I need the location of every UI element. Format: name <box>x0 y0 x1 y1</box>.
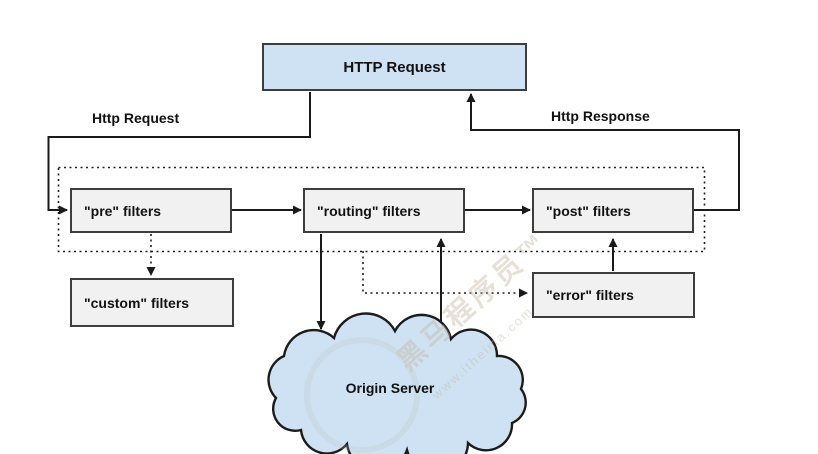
http-request-edge-label: Http Request <box>92 110 180 126</box>
origin-server-label: Origin Server <box>345 380 435 396</box>
custom-filters-node: "custom" filters <box>70 278 234 327</box>
http-response-edge-label: Http Response <box>551 108 650 124</box>
routing-filters-node: "routing" filters <box>303 188 465 233</box>
pre-filters-node: "pre" filters <box>70 188 232 233</box>
post-filters-node: "post" filters <box>532 188 694 233</box>
error-filters-node: "error" filters <box>532 272 695 318</box>
origin-server-cloud <box>267 312 527 454</box>
http-request-node: HTTP Request <box>262 43 527 91</box>
watermark-ring <box>304 337 420 453</box>
edge-httprequest-to-pre <box>47 92 311 215</box>
edge-post-to-httprequest <box>466 93 740 211</box>
